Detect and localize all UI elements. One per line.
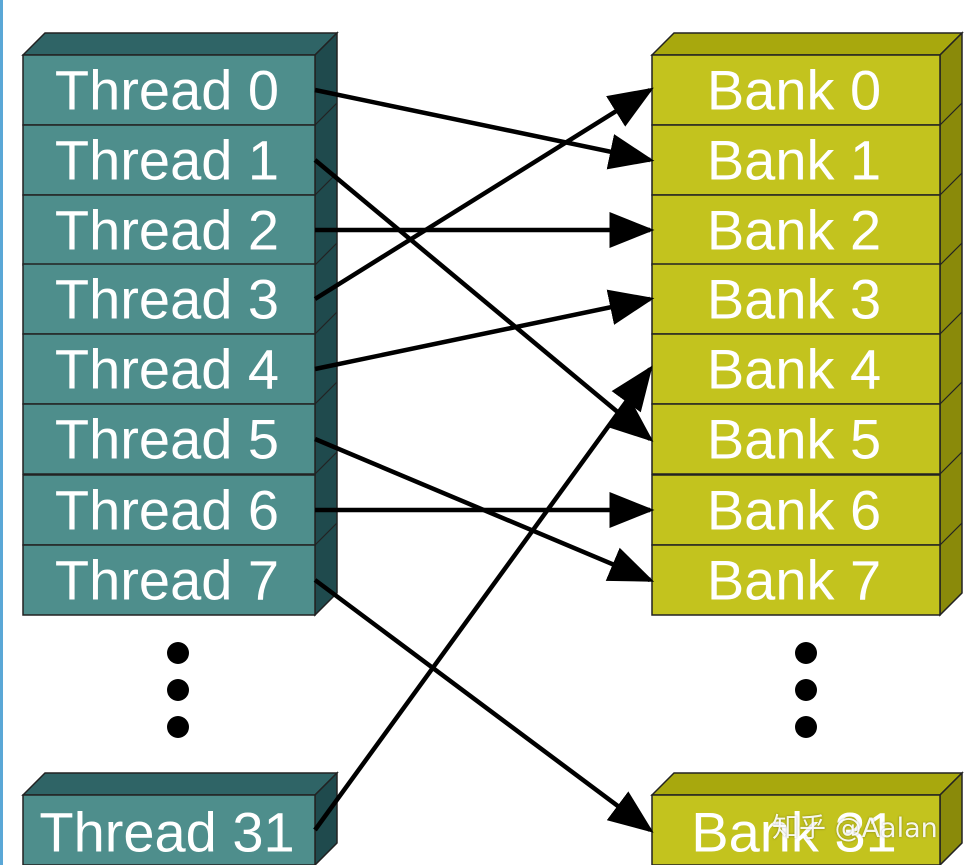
- thread-cell-6: [22, 474, 316, 546]
- arrow-thread-4: [314, 289, 655, 372]
- bank-cell-3-bevel: [939, 311, 963, 335]
- thread-label-0: Thread 0: [55, 59, 279, 122]
- bank-cell-2: [651, 194, 941, 266]
- bank-stack-top-face: [650, 32, 964, 56]
- thread-cell-5-bevel: [314, 451, 338, 475]
- bank-label-0: Bank 0: [707, 59, 881, 122]
- thread-label-7: Thread 7: [55, 549, 279, 612]
- thread-ellipsis-dot-1: [167, 679, 189, 701]
- bank-31-stack-top-face: [650, 772, 964, 796]
- arrow-thread-0: [314, 87, 655, 170]
- bank-label-1: Bank 1: [707, 129, 881, 192]
- bank-label-6: Bank 6: [707, 479, 881, 542]
- bank-label-7: Bank 7: [707, 549, 881, 612]
- bank-label-8: Bank 31: [691, 801, 897, 864]
- thread-label-1: Thread 1: [55, 129, 279, 192]
- bank-cell-8-bevel: [939, 842, 963, 865]
- thread-label-5: Thread 5: [55, 408, 279, 471]
- thread-cell-2: [22, 194, 316, 266]
- bank-cell-6-bevel: [939, 522, 963, 546]
- thread-ellipsis-dot-2: [167, 716, 189, 738]
- bank-label-5: Bank 5: [707, 408, 881, 471]
- thread-cell-3-bevel: [314, 311, 338, 335]
- thread-cell-5: [22, 403, 316, 475]
- bank-cell-2-bevel: [939, 242, 963, 266]
- thread-label-4: Thread 4: [55, 338, 279, 401]
- bank-cell-1: [651, 124, 941, 196]
- arrow-thread-1: [313, 158, 654, 442]
- thread-cell-6-bevel: [314, 522, 338, 546]
- thread-31-stack-top-face: [21, 772, 339, 796]
- bank-cell-8: [651, 794, 941, 865]
- thread-ellipsis-dot-0: [167, 642, 189, 664]
- thread-cell-2-bevel: [314, 242, 338, 266]
- thread-cell-4-bevel: [314, 381, 338, 405]
- bank-cell-7: [651, 544, 941, 616]
- bank-cell-1-bevel: [939, 172, 963, 196]
- bank-label-2: Bank 2: [707, 199, 881, 262]
- thread-cell-0-bevel: [314, 102, 338, 126]
- bank-cell-3: [651, 263, 941, 335]
- arrow-thread-8: [313, 365, 653, 832]
- arrow-thread-3: [313, 87, 654, 301]
- thread-label-8: Thread 31: [39, 801, 294, 864]
- bank-label-4: Bank 4: [707, 338, 881, 401]
- thread-cell-8: [22, 794, 316, 865]
- thread-cell-0: [22, 54, 316, 126]
- bank-cell-5-bevel: [939, 451, 963, 475]
- thread-cell-4: [22, 333, 316, 405]
- thread-label-3: Thread 3: [55, 268, 279, 331]
- thread-cell-7-bevel: [314, 592, 338, 616]
- bank-ellipsis-dot-0: [795, 642, 817, 664]
- thread-label-6: Thread 6: [55, 479, 279, 542]
- bank-cell-7-bevel: [939, 592, 963, 616]
- left-edge-border: [0, 0, 3, 865]
- thread-label-2: Thread 2: [55, 199, 279, 262]
- bank-cell-0-bevel: [939, 102, 963, 126]
- bank-cell-6: [651, 474, 941, 546]
- thread-stack-top-face: [21, 32, 339, 56]
- bank-cell-4-bevel: [939, 381, 963, 405]
- bank-ellipsis-dot-2: [795, 716, 817, 738]
- thread-cell-8-bevel: [314, 842, 338, 865]
- bank-label-3: Bank 3: [707, 268, 881, 331]
- bank-stack-side-face: [939, 31, 963, 617]
- arrow-thread-7: [313, 578, 654, 833]
- thread-stack-side-face: [314, 31, 338, 617]
- bank-ellipsis-dot-1: [795, 679, 817, 701]
- thread-cell-1: [22, 124, 316, 196]
